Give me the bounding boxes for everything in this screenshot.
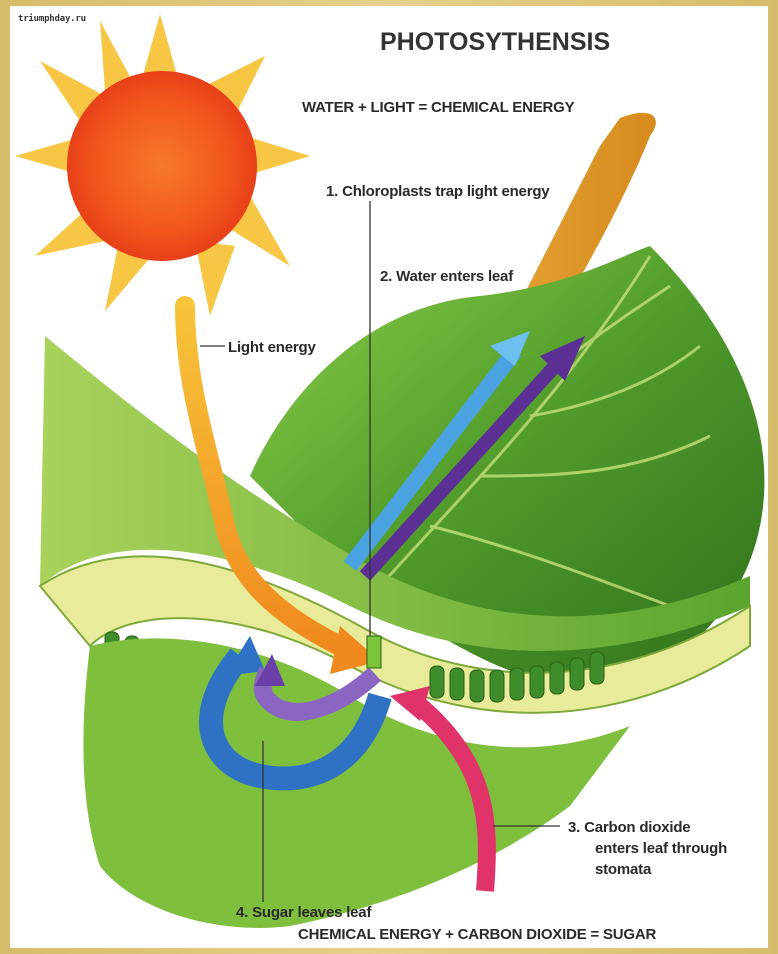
step-3-line-2: enters leaf through bbox=[568, 838, 727, 859]
equation-top: WATER + LIGHT = CHEMICAL ENERGY bbox=[302, 99, 574, 116]
step-3-line-3: stomata bbox=[568, 859, 727, 880]
diagram-title: PHOTOSYTHENSIS bbox=[380, 28, 610, 57]
watermark: triumphday.ru bbox=[18, 14, 86, 24]
step-4-label: 4. Sugar leaves leaf bbox=[236, 904, 371, 921]
diagram-panel: triumphday.ru PHOTOSYTHENSIS WATER + LIG… bbox=[10, 6, 768, 948]
light-energy-label: Light energy bbox=[228, 339, 316, 356]
equation-bottom: CHEMICAL ENERGY + CARBON DIOXIDE = SUGAR bbox=[298, 926, 656, 943]
step-3-label: 3. Carbon dioxide enters leaf through st… bbox=[568, 817, 727, 880]
sun bbox=[67, 71, 257, 261]
step-3-line-1: 3. Carbon dioxide bbox=[568, 817, 727, 838]
photosynthesis-illustration bbox=[10, 6, 768, 948]
step-2-label: 2. Water enters leaf bbox=[380, 268, 513, 285]
chloroplast bbox=[367, 636, 381, 668]
step-1-label: 1. Chloroplasts trap light energy bbox=[326, 183, 549, 200]
